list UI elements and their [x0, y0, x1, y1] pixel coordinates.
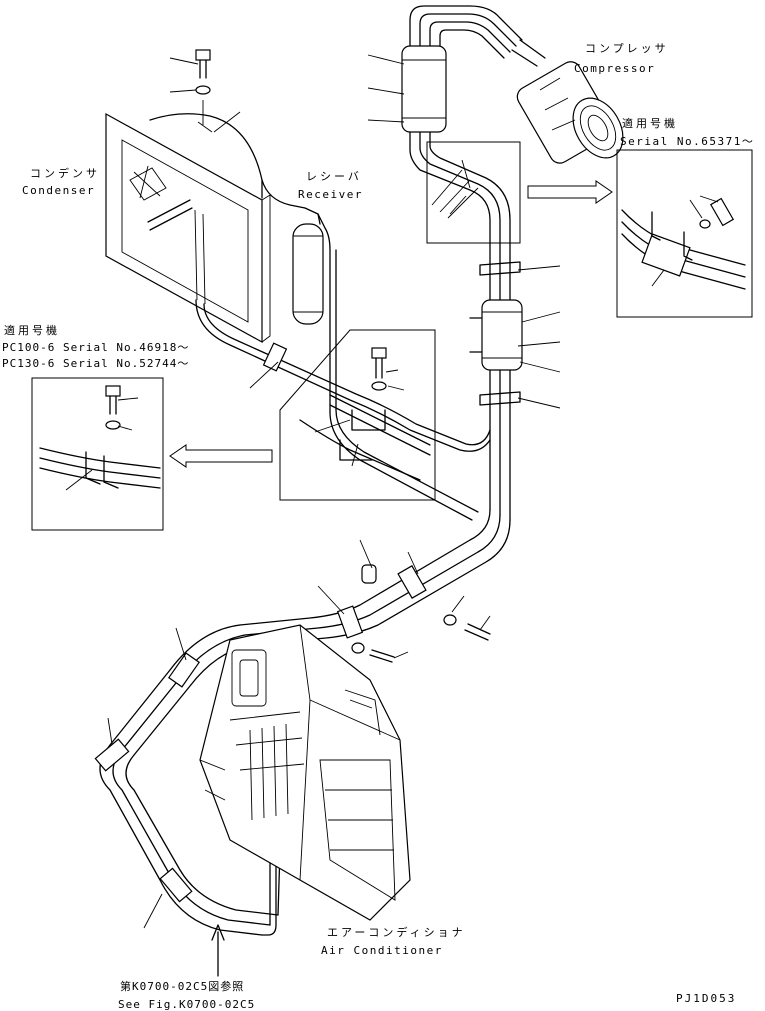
detail-box-left	[31, 377, 164, 531]
serial-right-label-en: Serial No.65371～	[620, 135, 755, 148]
serial-left-line-1: PC100-6 Serial No.46918～	[2, 341, 190, 354]
serial-left-label-jp: 適用号機	[4, 324, 60, 337]
aircon-label-en: Air Conditioner	[321, 944, 443, 957]
reference-label-en: See Fig.K0700-02C5	[118, 998, 256, 1011]
detail-box-center	[279, 329, 436, 501]
condenser	[105, 112, 491, 452]
arrow-left	[169, 444, 273, 468]
lower-hose-run	[239, 509, 511, 663]
receiver-label-en: Receiver	[298, 188, 363, 201]
serial-left-line-2: PC130-6 Serial No.52744～	[2, 357, 190, 370]
compressor-label-en: Compressor	[574, 62, 656, 75]
left-hose-loop	[94, 624, 281, 936]
compressor	[511, 39, 624, 164]
detail-box-right	[616, 149, 753, 318]
receiver-label-jp: レシーバ	[306, 170, 362, 183]
leader-lines	[65, 54, 719, 929]
condenser-label-jp: コンデンサ	[30, 167, 100, 180]
compressor-pipe-loop	[409, 5, 523, 61]
vertical-hose-bundle	[401, 45, 523, 521]
drawing-code: PJ1D053	[676, 992, 737, 1005]
condenser-label-en: Condenser	[22, 184, 96, 197]
aircon-label-jp: エアーコンディショナ	[327, 926, 466, 939]
detail-box-top	[426, 141, 521, 244]
air-conditioner-unit	[199, 624, 411, 921]
arrow-right	[527, 180, 613, 204]
condenser-bolt	[195, 49, 213, 133]
reference-arrow	[211, 924, 225, 977]
reference-label-jp: 第K0700-02C5図参照	[120, 980, 245, 993]
serial-right-label-jp: 適用号機	[622, 117, 678, 130]
receiver	[292, 207, 479, 521]
compressor-label-jp: コンプレッサ	[585, 42, 669, 55]
